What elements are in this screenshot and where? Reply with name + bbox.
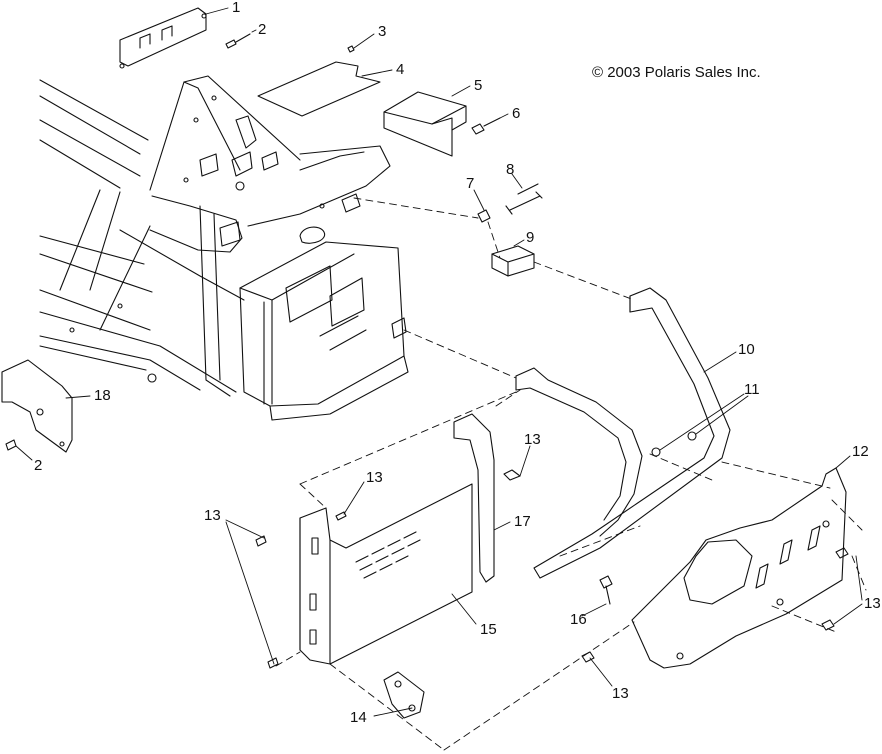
callout-13-right: 13 xyxy=(864,595,881,612)
callout-13-top: 13 xyxy=(524,431,541,448)
callout-13-left: 13 xyxy=(204,507,221,524)
callout-11: 11 xyxy=(744,381,760,398)
vehicle-frame xyxy=(39,75,407,397)
callout-8: 8 xyxy=(506,161,514,178)
part-1-plate xyxy=(119,7,207,69)
copyright-notice: © 2003 Polaris Sales Inc. xyxy=(592,64,761,81)
part-13-fasteners xyxy=(255,469,849,669)
part-15-panel xyxy=(299,483,473,665)
part-3-rivet xyxy=(347,45,355,53)
callout-16: 16 xyxy=(570,611,587,628)
callout-9: 9 xyxy=(526,229,534,246)
part-4-pad xyxy=(257,61,381,117)
callout-leaders xyxy=(15,7,863,717)
part-14-bracket xyxy=(383,671,425,719)
callout-1: 1 xyxy=(232,0,240,16)
part-8-bolt xyxy=(505,183,543,215)
callout-10: 10 xyxy=(738,341,755,358)
part-12-skid-plate xyxy=(631,467,847,669)
callout-4: 4 xyxy=(396,61,404,78)
callout-7: 7 xyxy=(466,175,474,192)
part-16-bolt xyxy=(599,575,613,605)
part-18-panel xyxy=(1,359,73,453)
part-10-bumper xyxy=(515,287,731,579)
part-7-nut xyxy=(477,209,491,223)
callout-13-mid: 13 xyxy=(366,469,383,486)
callout-5: 5 xyxy=(474,77,482,94)
callout-6: 6 xyxy=(512,105,520,122)
callout-18: 18 xyxy=(94,387,111,404)
callout-13-bottom: 13 xyxy=(612,685,629,702)
callout-2: 2 xyxy=(258,21,266,38)
callout-17: 17 xyxy=(514,513,531,530)
radiator xyxy=(239,226,409,421)
part-6-bolt xyxy=(471,117,501,135)
alignment-lines xyxy=(275,197,867,751)
callout-14: 14 xyxy=(350,709,367,726)
callout-3: 3 xyxy=(378,23,386,40)
callout-15: 15 xyxy=(480,621,497,638)
callout-12: 12 xyxy=(852,443,869,460)
part-2-screw xyxy=(225,33,251,49)
part-9-block xyxy=(491,245,535,277)
callout-labels: 1 2 3 4 5 6 7 8 9 10 11 12 13 13 13 13 1… xyxy=(34,0,881,726)
part-5-bracket xyxy=(383,91,467,157)
callout-2-lower: 2 xyxy=(34,457,42,474)
part-2-screw-lower xyxy=(5,439,17,451)
part-17-bracket xyxy=(453,413,495,583)
